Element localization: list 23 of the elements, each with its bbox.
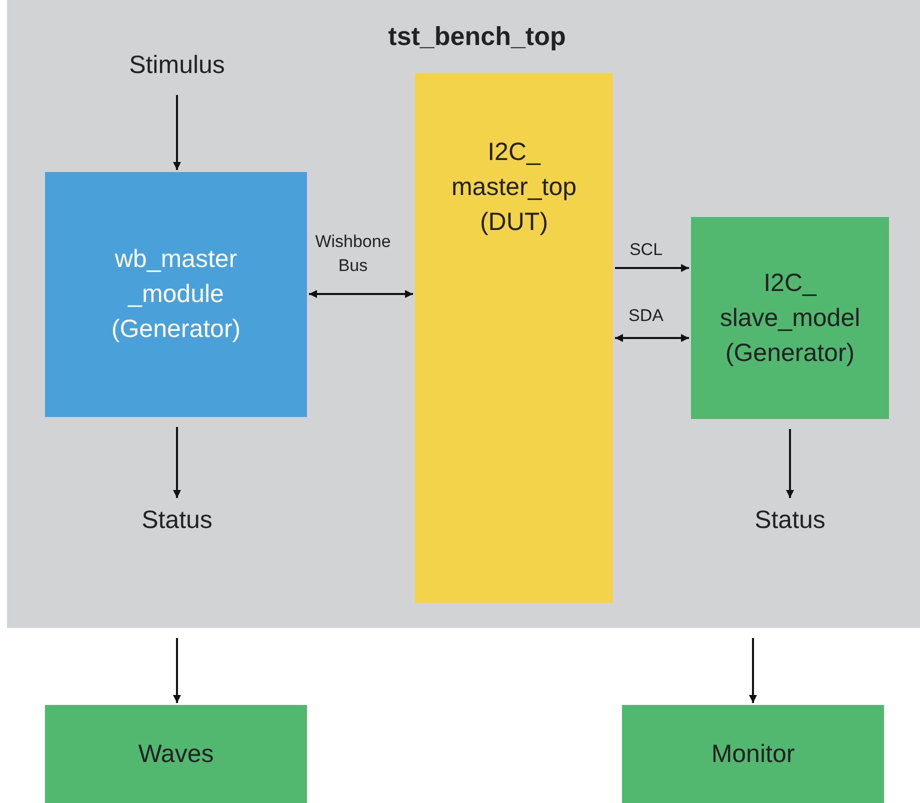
arrow [173,427,181,498]
node-label: I2C_ master_top (DUT) [450,137,578,238]
arrow [173,95,181,170]
node-label: Status [754,504,826,536]
arrow [615,264,689,272]
container-band [7,0,920,628]
node-label: wb_master _module (Generator) [110,244,242,345]
arrow [309,290,413,298]
node-label: Stimulus [128,50,226,80]
arrow [615,334,689,342]
node-label: I2C_ slave_model (Generator) [718,268,862,368]
process-box [691,217,889,419]
process-box [45,705,307,803]
node-label: Waves [137,738,215,770]
process-box [45,172,307,417]
arrow [749,638,757,703]
container-title: tst_bench_top [387,20,567,53]
arrow [173,638,181,703]
process-box [415,73,613,603]
node-label: Monitor [710,738,796,770]
process-box [622,705,884,803]
arrow [786,429,794,498]
node-label: Status [140,504,214,536]
